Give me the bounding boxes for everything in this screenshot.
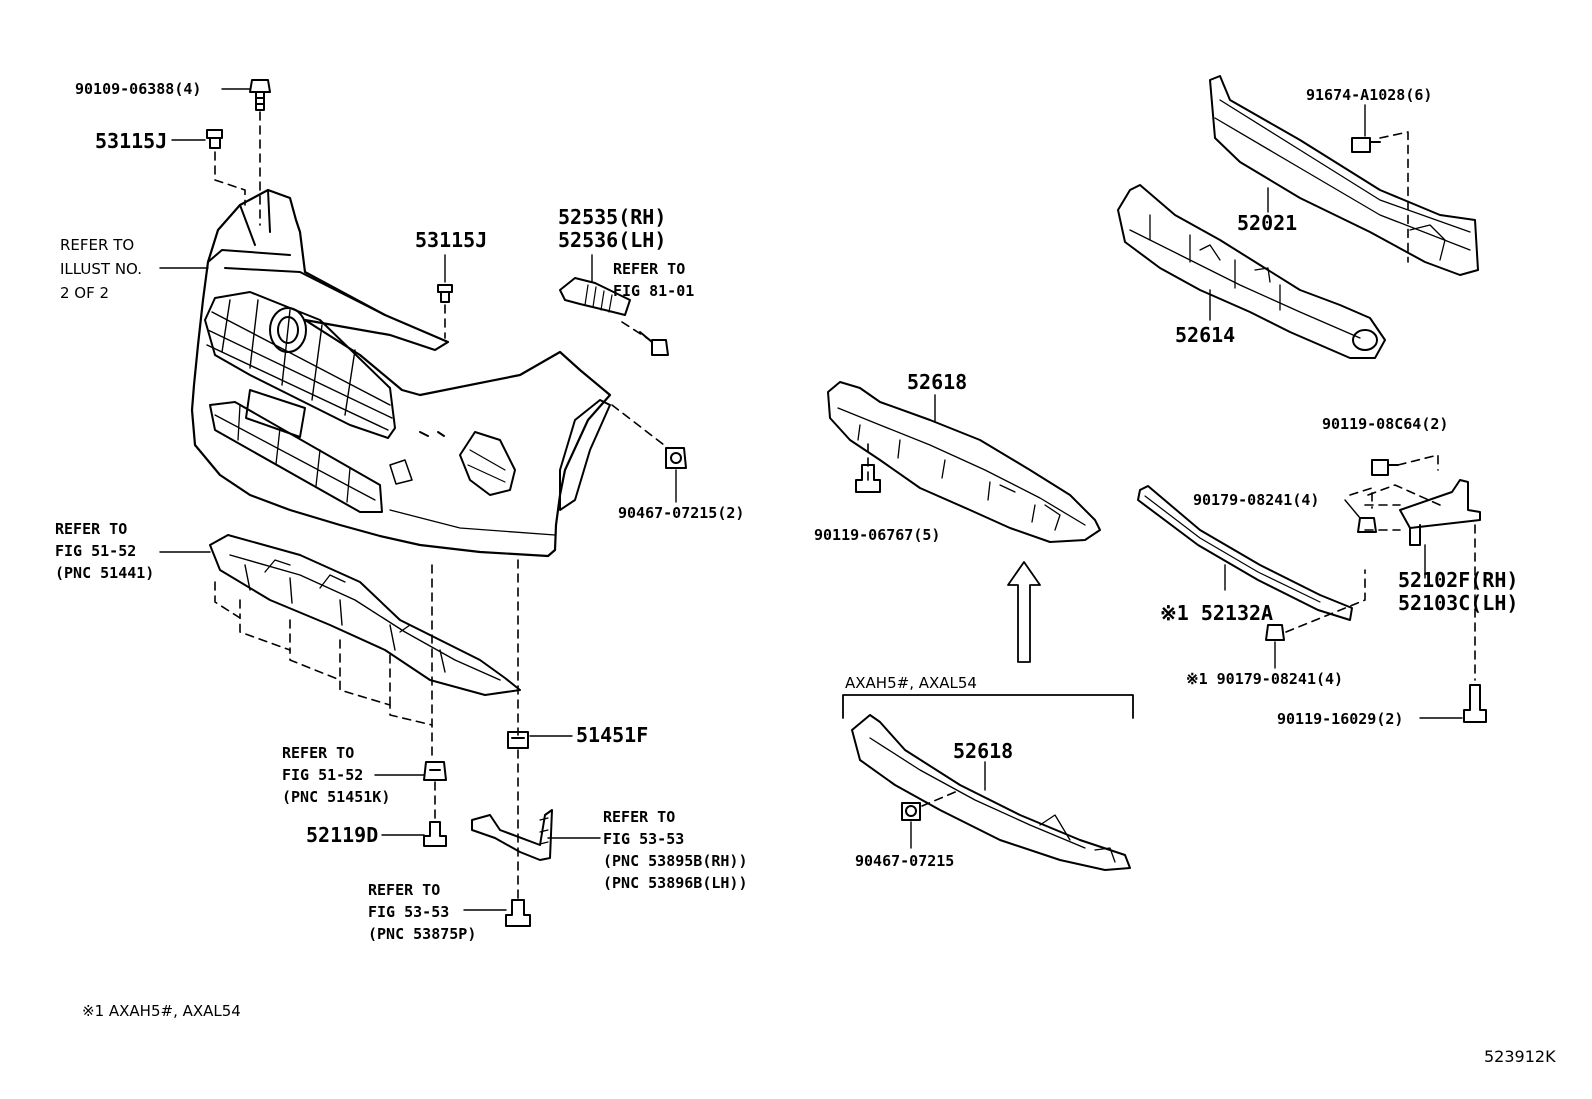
screw-91674-a1028 — [1351, 137, 1381, 153]
bracket-53895b — [471, 809, 553, 861]
group-bracket — [842, 694, 1134, 719]
front-bumper-cover — [190, 188, 612, 558]
arrow-up-icon — [1007, 561, 1041, 663]
dashed-leaders-lower-cover — [214, 581, 433, 726]
bolt-90119-16029 — [1463, 684, 1487, 723]
clip-51451k — [423, 761, 447, 781]
absorber-52618-upper — [827, 381, 1101, 543]
spoiler-52535 — [559, 277, 631, 316]
lower-cover-51441 — [209, 534, 521, 696]
bolt-90109-06388 — [249, 79, 271, 111]
nut-90179-08241-lower — [1265, 624, 1285, 641]
retainer-52119d — [423, 821, 447, 847]
bar-52132a — [1137, 485, 1353, 621]
clip-53115j-mid — [437, 284, 453, 303]
clip-53115j-left — [206, 129, 223, 149]
screw-90119-06767 — [855, 464, 881, 493]
nut-90467-07215-side — [665, 447, 687, 469]
support-52614 — [1117, 184, 1386, 359]
screw-53875p — [505, 899, 531, 927]
bracket-52102f — [1399, 479, 1481, 546]
nut-90179-08241-upper — [1357, 517, 1377, 533]
reinforcement-52021 — [1209, 75, 1479, 276]
absorber-52618-lower — [851, 714, 1131, 871]
screw-fig81 — [639, 331, 669, 356]
clip-51451f — [507, 731, 529, 749]
nut-90467-07215 — [901, 802, 921, 821]
bolt-90119-08c64 — [1371, 459, 1399, 476]
